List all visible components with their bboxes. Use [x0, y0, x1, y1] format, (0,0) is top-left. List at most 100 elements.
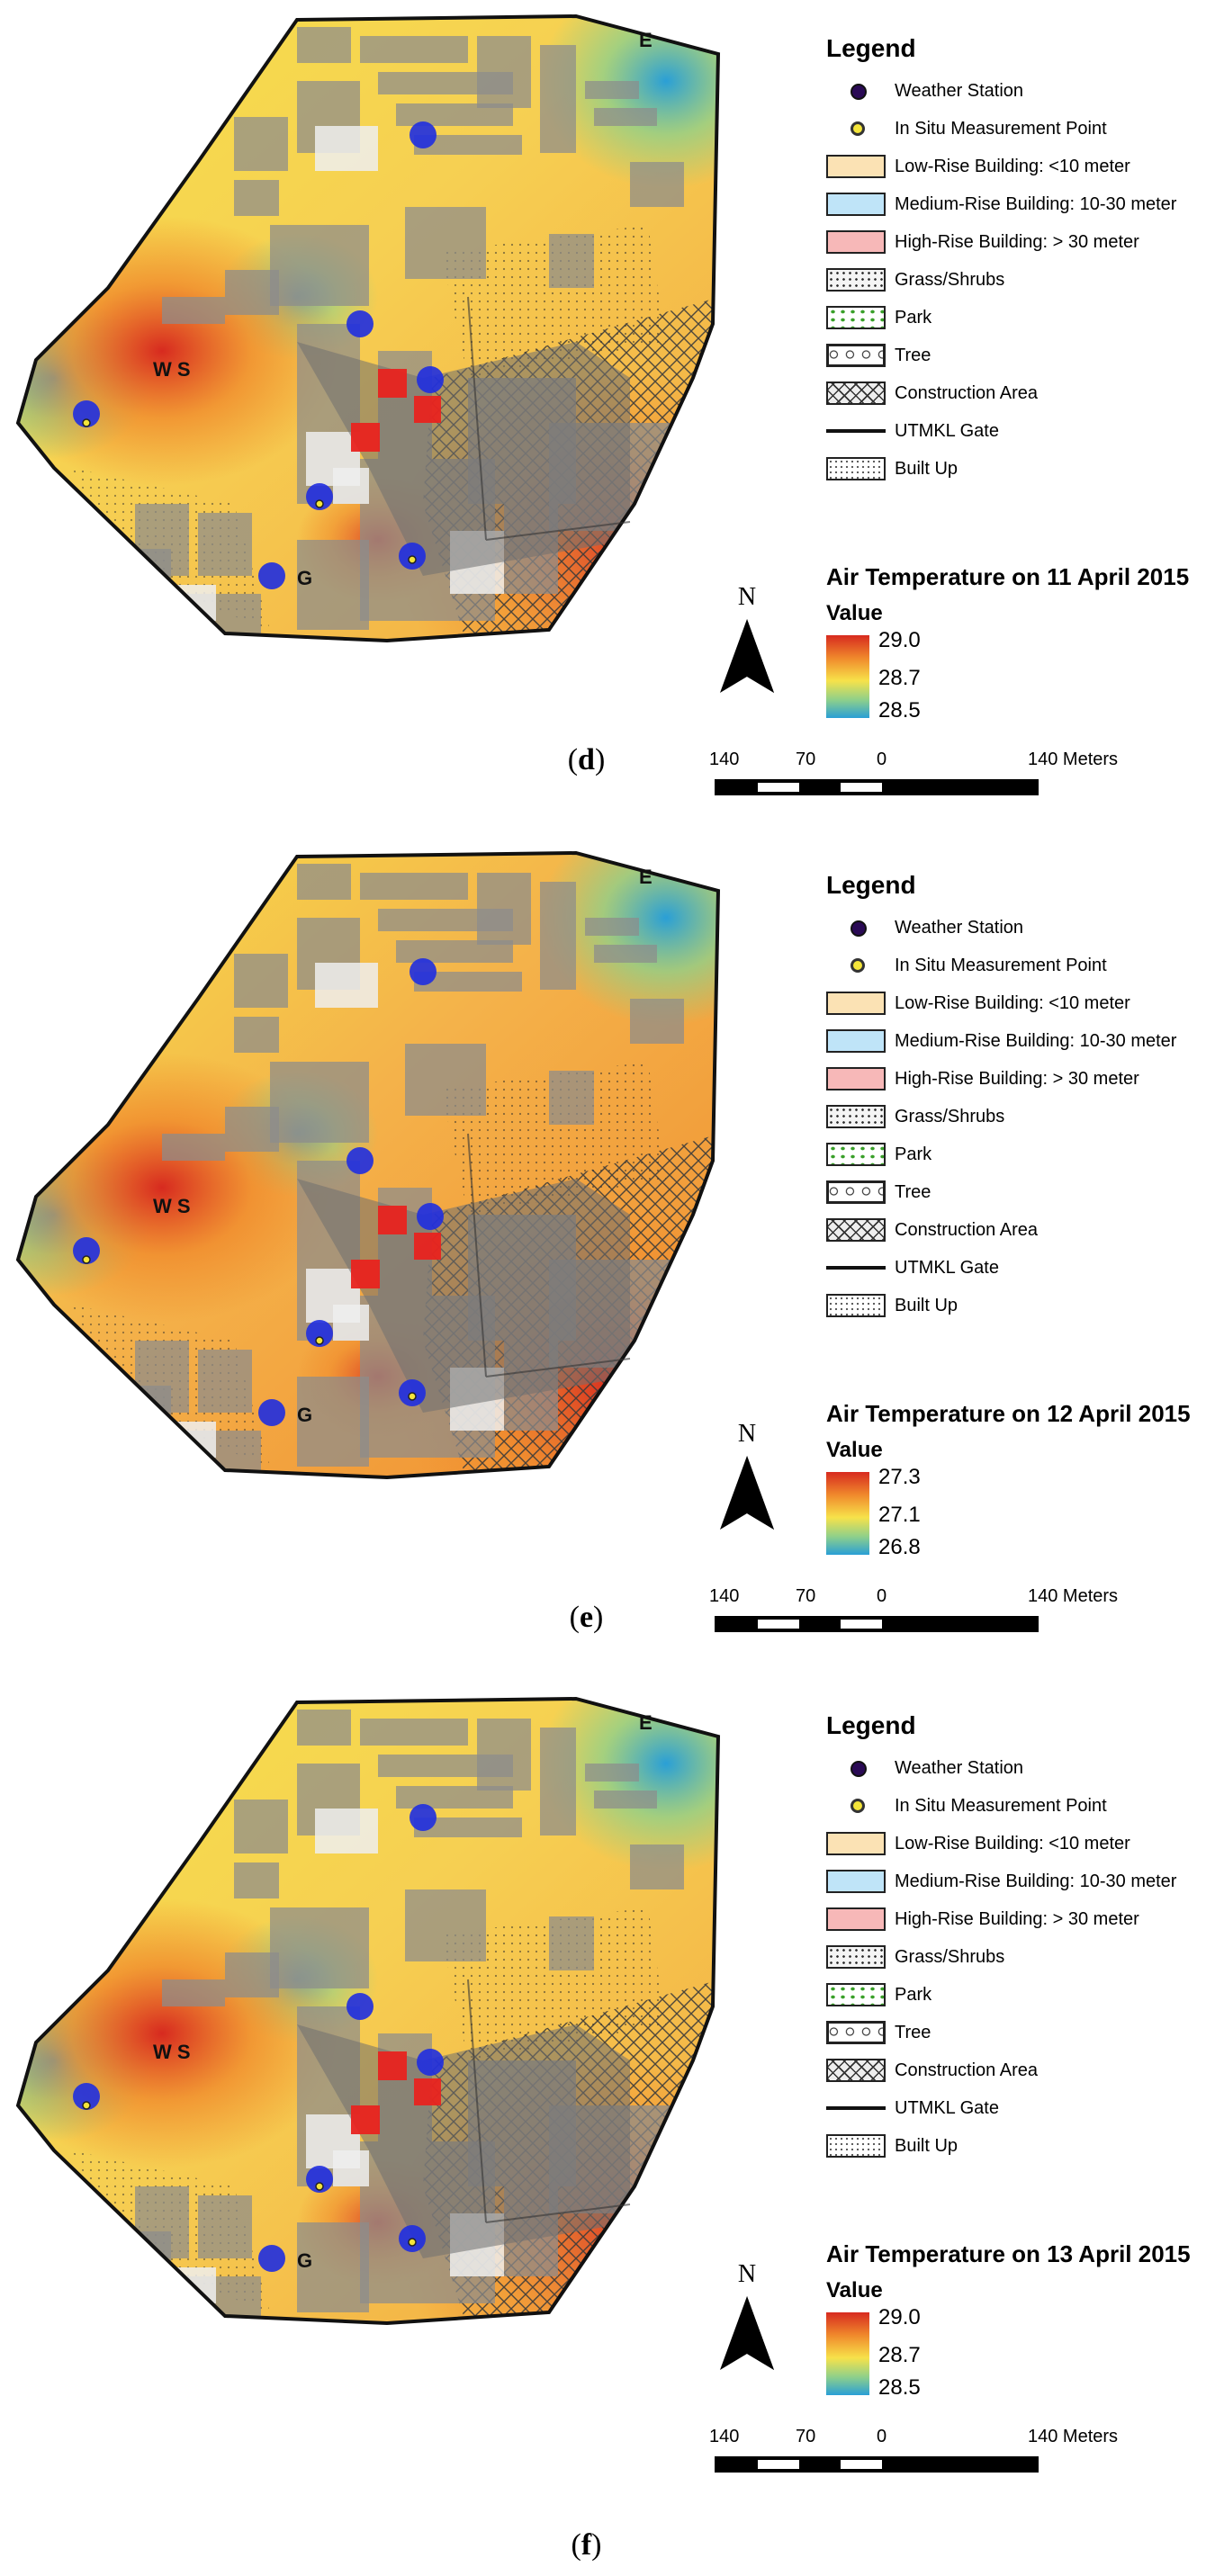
ramp-high-value: 27.3 [878, 1465, 921, 1489]
legend-item-label: In Situ Measurement Point [895, 1795, 1107, 1816]
scale-bar: 140 70 0 140 Meters [709, 749, 1118, 795]
color-ramp [826, 635, 869, 718]
north-label: N [738, 583, 756, 611]
legend-item-label: Built Up [895, 458, 958, 479]
gate-label: W S [153, 358, 191, 381]
weather-station-marker [73, 2083, 100, 2110]
scale-tick: 0 [877, 749, 886, 769]
legend-item-label: Tree [895, 2022, 932, 2042]
gate-label: E [639, 1711, 652, 1734]
legend-item-label: Weather Station [895, 1757, 1024, 1778]
grass-shrubs-swatch [826, 1945, 886, 1969]
built-up-swatch [826, 457, 886, 480]
legend-item-label: In Situ Measurement Point [895, 118, 1107, 139]
in-situ-point-icon [826, 117, 886, 140]
legend-item: Medium-Rise Building: 10-30 meter [826, 1022, 1176, 1060]
ramp-mid-value: 27.1 [878, 1503, 921, 1527]
legend-item: UTMKL Gate [826, 2089, 1176, 2127]
scale-tick: 0 [877, 2427, 886, 2446]
ramp-low-value: 28.5 [878, 698, 921, 723]
legend-item-label: In Situ Measurement Point [895, 955, 1107, 975]
legend-item-label: UTMKL Gate [895, 2097, 999, 2118]
legend-item: Built Up [826, 1287, 1176, 1324]
legend-item-label: Park [895, 1984, 932, 2005]
scale-tick: 140 [709, 2427, 739, 2446]
gate-label: G [297, 2249, 312, 2272]
legend-item-label: High-Rise Building: > 30 meter [895, 1068, 1139, 1089]
utmkl-gate-swatch [826, 419, 886, 443]
north-label: N [738, 2260, 756, 2288]
value-label: Value [826, 1438, 883, 1462]
legend-item: Medium-Rise Building: 10-30 meter [826, 185, 1176, 223]
gate-label: W S [153, 1195, 191, 1217]
legend-item-label: UTMKL Gate [895, 1257, 999, 1278]
temperature-title: Air Temperature on 13 April 2015 [826, 2240, 1191, 2267]
low-rise-swatch [826, 155, 886, 178]
legend-item-label: Grass/Shrubs [895, 1946, 1005, 1967]
legend-item: Park [826, 1135, 1176, 1173]
legend-item-label: Medium-Rise Building: 10-30 meter [895, 193, 1177, 214]
weather-station-marker [346, 1993, 374, 2020]
legend-item: Built Up [826, 2127, 1176, 2165]
weather-station-marker [346, 310, 374, 337]
legend-item: Construction Area [826, 2051, 1176, 2089]
scale-bar: 140 70 0 140 Meters [709, 1586, 1118, 1632]
weather-station-icon [826, 916, 886, 939]
legend-title: Legend [826, 871, 916, 899]
legend-item: In Situ Measurement Point [826, 1787, 1176, 1825]
value-label: Value [826, 601, 883, 625]
legend-item: Medium-Rise Building: 10-30 meter [826, 1862, 1176, 1900]
weather-station-marker [73, 1237, 100, 1264]
panel-caption: (d) [567, 743, 606, 776]
legend-item-label: Built Up [895, 1295, 958, 1315]
utmkl-gate-swatch [826, 2096, 886, 2120]
north-arrow-icon: N [720, 2260, 774, 2370]
ramp-mid-value: 28.7 [878, 666, 921, 690]
color-ramp [826, 1472, 869, 1555]
legend-item-label: Low-Rise Building: <10 meter [895, 1833, 1130, 1853]
high-rise-swatch [826, 230, 886, 254]
panel-caption: (e) [569, 1601, 604, 1634]
legend-item: Grass/Shrubs [826, 261, 1176, 299]
legend-item: Construction Area [826, 374, 1176, 412]
weather-station-marker [410, 958, 436, 985]
scale-tick: 140 Meters [1028, 1586, 1118, 1606]
legend-item-label: Built Up [895, 2135, 958, 2156]
ramp-high-value: 29.0 [878, 628, 921, 652]
tree-swatch [826, 344, 886, 367]
weather-station-marker [73, 400, 100, 427]
panel-caption: (f) [571, 2528, 602, 2562]
park-swatch [826, 306, 886, 329]
legend-item: High-Rise Building: > 30 meter [826, 223, 1176, 261]
north-label: N [738, 1420, 756, 1448]
medium-rise-swatch [826, 1029, 886, 1053]
legend-item: High-Rise Building: > 30 meter [826, 1900, 1176, 1938]
temperature-title: Air Temperature on 11 April 2015 [826, 563, 1190, 590]
in-situ-point-icon [826, 954, 886, 977]
ramp-low-value: 26.8 [878, 1535, 921, 1559]
scale-bar: 140 70 0 140 Meters [709, 2427, 1118, 2473]
weather-station-marker [306, 2166, 333, 2193]
campus-map: EW SG [15, 1696, 721, 2326]
in-situ-point-icon [826, 1794, 886, 1818]
built-up-swatch [826, 2134, 886, 2158]
scale-tick: 140 Meters [1028, 2427, 1118, 2446]
legend-item: Weather Station [826, 1749, 1176, 1787]
weather-station-marker [417, 1203, 444, 1230]
legend-item: In Situ Measurement Point [826, 947, 1176, 984]
legend-item-label: UTMKL Gate [895, 420, 999, 441]
construction-area-swatch [826, 1218, 886, 1242]
legend-item: Low-Rise Building: <10 meter [826, 148, 1176, 185]
scale-tick: 70 [796, 2427, 815, 2446]
legend-item-label: Grass/Shrubs [895, 1106, 1005, 1126]
legend-item: Park [826, 1976, 1176, 2014]
low-rise-swatch [826, 992, 886, 1015]
legend-item-label: Low-Rise Building: <10 meter [895, 156, 1130, 176]
scale-tick: 140 [709, 1586, 739, 1606]
legend-item: Park [826, 299, 1176, 337]
grass-shrubs-swatch [826, 268, 886, 292]
